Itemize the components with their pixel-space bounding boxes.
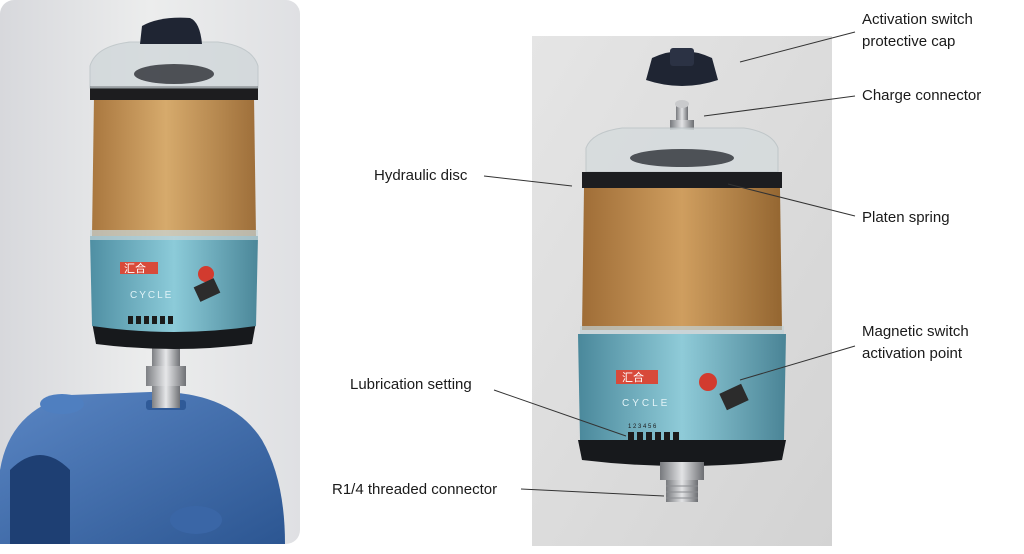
label-hydraulic-disc: Hydraulic disc	[374, 167, 468, 184]
label-threaded-connector: R1/4 threaded connector	[332, 481, 498, 498]
label-platen-spring: Platen spring	[862, 209, 950, 226]
platen-spring	[630, 149, 734, 167]
activation-cap	[140, 17, 202, 44]
label-magnetic-switch-line2: activation point	[862, 345, 963, 362]
label-lubrication-setting: Lubrication setting	[350, 376, 472, 393]
brand-text: 汇合	[124, 261, 146, 275]
cycle-text: CYCLE	[622, 398, 670, 409]
grease-reservoir	[90, 86, 258, 240]
label-activation-cap-line2: protective cap	[862, 33, 956, 50]
brand-text: 汇合	[622, 370, 644, 384]
installed-lubricator-photo: 汇合 CYCLE	[0, 0, 300, 544]
bearing-housing-mount	[0, 391, 285, 544]
scale-digits: 1 2 3 4 5 6	[628, 424, 657, 430]
lubrication-setting-leds	[628, 432, 679, 441]
activation-switch-cap	[646, 48, 718, 86]
lubricator-housing: 汇合 CYCLE 1 2 3 4 5 6	[578, 334, 786, 447]
hydraulic-disc	[582, 172, 782, 188]
charge-connector	[670, 100, 694, 130]
grease-reservoir	[582, 188, 782, 330]
exploded-lubricator-photo: 汇合 CYCLE 1 2 3 4 5 6	[532, 36, 832, 546]
lubrication-setting-leds	[128, 316, 173, 324]
label-magnetic-switch-line1: Magnetic switch	[862, 323, 969, 340]
lubricator-housing: 汇合 CYCLE	[90, 236, 258, 332]
label-charge-connector: Charge connector	[862, 87, 982, 104]
threaded-connector	[660, 462, 704, 502]
cycle-text: CYCLE	[130, 290, 173, 301]
label-activation-cap-line1: Activation switch	[862, 11, 973, 28]
